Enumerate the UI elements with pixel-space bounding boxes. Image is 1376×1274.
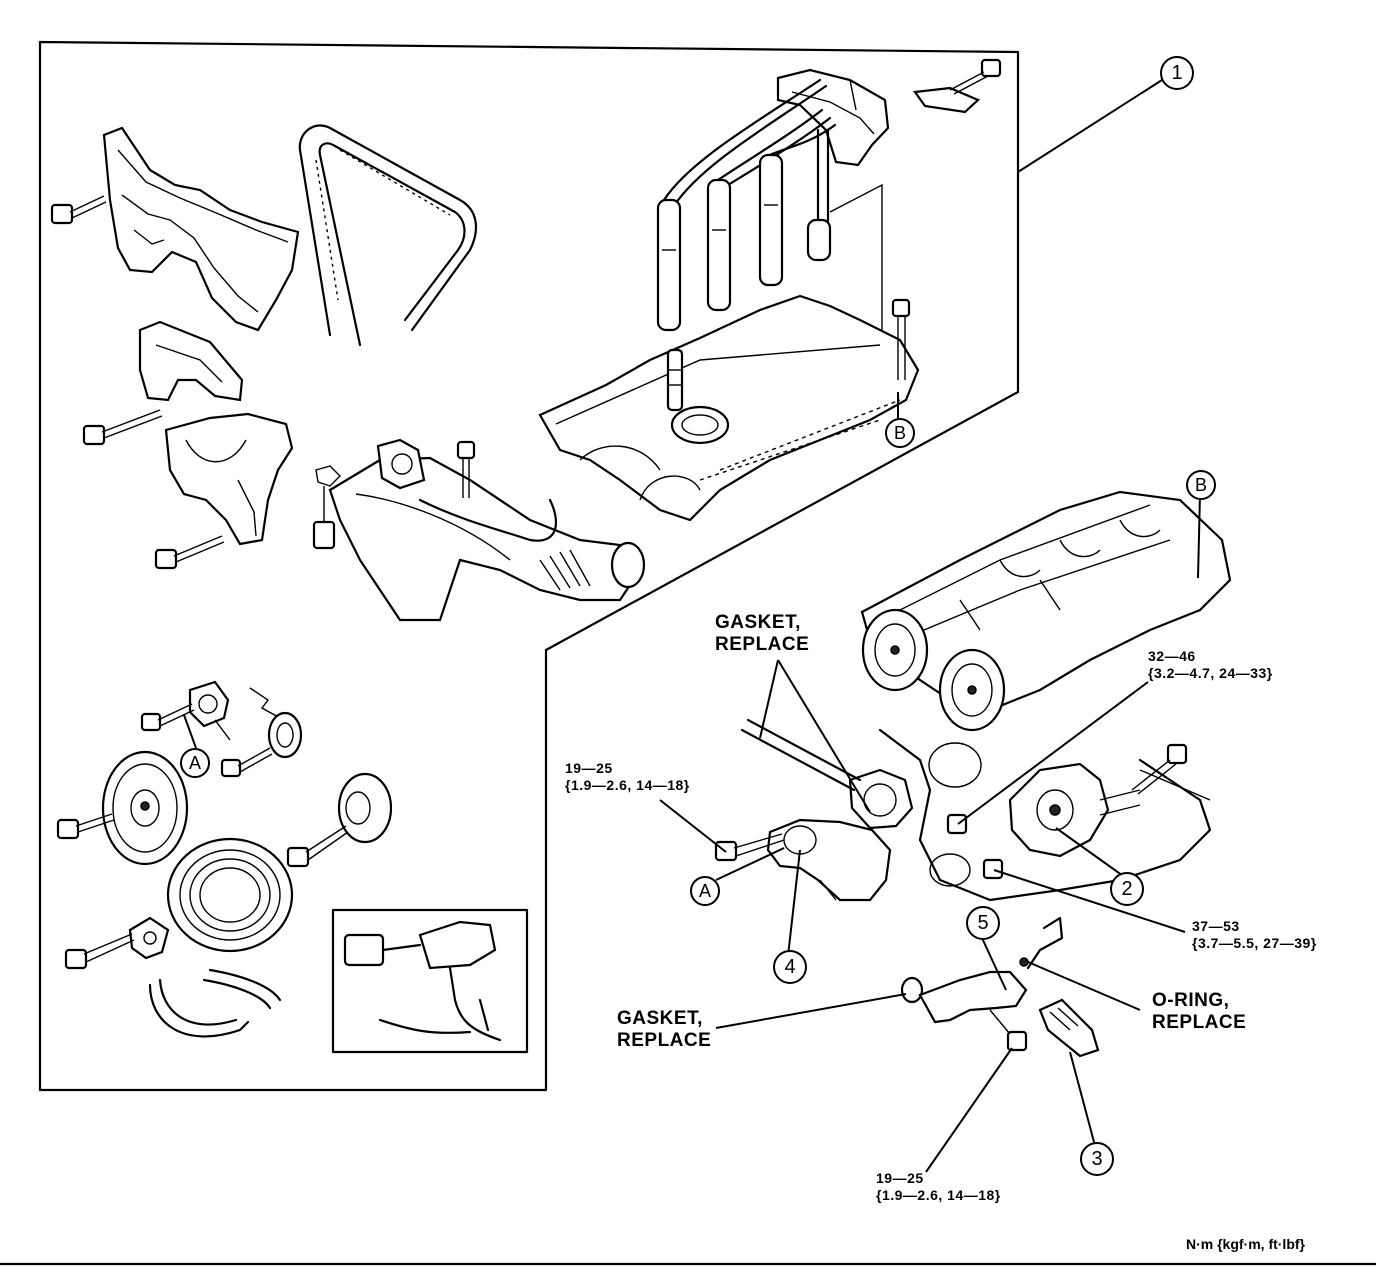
leader-a-left	[183, 714, 197, 749]
leader-19-25-left	[659, 799, 727, 853]
label-gasket-replace-top: GASKET, REPLACE	[715, 612, 810, 655]
idler-bolt	[220, 747, 273, 778]
bypass-pipe	[918, 916, 1064, 1024]
drain-plug	[982, 858, 1004, 880]
callout-4: 4	[773, 950, 807, 984]
label-gasket-replace-bottom: GASKET, REPLACE	[617, 1008, 712, 1051]
timing-belt-plate	[128, 916, 170, 960]
leader-b-head	[1197, 493, 1201, 579]
torque-32-46: 32—46 {3.2—4.7, 24—33}	[1148, 648, 1273, 681]
timing-belt	[298, 124, 478, 347]
camshaft-sprocket-intake	[861, 608, 929, 692]
torque-19-25-left: 19—25 {1.9—2.6, 14—18}	[565, 760, 690, 793]
bypass-pipe-bolt	[989, 1009, 1028, 1052]
sensor-inset	[331, 908, 529, 1054]
head-cover-bolt	[891, 298, 911, 380]
intake-bolt	[456, 440, 476, 498]
water-pump-bolt	[1131, 743, 1188, 795]
coolant-hose	[1038, 998, 1100, 1058]
bypass-gasket	[900, 976, 924, 1004]
front-housing	[766, 818, 892, 902]
upper-timing-cover	[102, 126, 300, 332]
tensioner-pulley	[188, 680, 281, 741]
cover-bolt-2	[82, 409, 163, 446]
leader-oring	[1027, 961, 1141, 1011]
spark-plug	[666, 348, 684, 412]
wiring-harness	[312, 465, 558, 550]
cylinder-head-cover	[538, 294, 920, 522]
timing-belt-guide	[148, 968, 282, 1038]
leader-19-25-bottom	[925, 1047, 1013, 1173]
front-housing-gasket	[848, 768, 914, 830]
timing-plate-bolt	[64, 933, 135, 970]
leader-gasket-top-b	[759, 659, 779, 739]
removal-group-frame	[38, 40, 1020, 1092]
spark-plug-wires	[656, 78, 837, 332]
torque-19-25-bottom: 19—25 {1.9—2.6, 14—18}	[876, 1170, 1001, 1203]
water-pump	[1008, 762, 1141, 858]
lower-timing-cover	[164, 412, 294, 546]
crankshaft-pulley	[101, 750, 189, 866]
cover-bolt-1	[50, 195, 107, 225]
tensioner-bolt	[140, 703, 195, 732]
timing-belt-pulley	[166, 837, 294, 953]
crank-pulley-bolt	[56, 813, 115, 840]
callout-1: 1	[1160, 56, 1194, 90]
letter-a-left: A	[180, 748, 210, 778]
coil-bracket-bolt	[913, 58, 1002, 114]
thermostat-housing-bolt	[946, 813, 968, 835]
letter-b-upper: B	[885, 418, 915, 448]
middle-timing-cover	[138, 320, 244, 402]
letter-b-head: B	[1186, 470, 1216, 500]
label-oring-replace: O-RING, REPLACE	[1152, 990, 1247, 1033]
torque-37-53: 37—53 {3.7—5.5, 27—39}	[1192, 918, 1317, 951]
idler-pulley	[267, 711, 303, 759]
leader-a-right	[715, 847, 785, 881]
pulley-boss-bolt	[286, 825, 349, 868]
oil-pipe-strip	[740, 718, 862, 792]
leader-37-53	[993, 869, 1186, 933]
oring-seal	[1019, 957, 1029, 967]
leader-gasket-top	[777, 659, 871, 813]
air-intake-pipe	[328, 456, 646, 622]
cover-bolt-3	[154, 535, 225, 570]
pulley-boss	[337, 772, 393, 844]
leader-callout-4	[787, 849, 801, 957]
callout-3: 3	[1080, 1142, 1114, 1176]
callout-5: 5	[966, 906, 1000, 940]
leader-callout-3	[1069, 1051, 1095, 1143]
letter-a-right: A	[690, 876, 720, 906]
leader-gasket-bottom	[715, 993, 907, 1029]
leader-callout-2	[1055, 827, 1127, 879]
ignition-coil	[776, 68, 890, 167]
leader-32-46	[957, 681, 1149, 825]
callout-2: 2	[1110, 872, 1144, 906]
leader-callout-1	[1017, 79, 1163, 173]
camshaft-sprocket-exhaust	[938, 648, 1006, 732]
leader-callout-5	[981, 937, 1007, 991]
units-note: N·m {kgf·m, ft·lbf}	[1186, 1236, 1305, 1252]
throttle-sensor	[376, 438, 426, 490]
